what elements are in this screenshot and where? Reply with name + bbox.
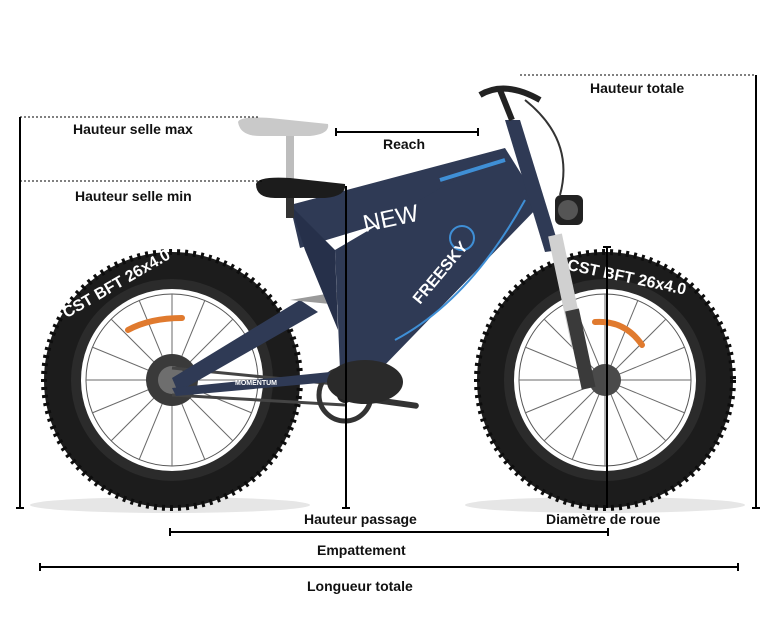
frame: FREESKY NEW <box>290 148 540 404</box>
hauteur-passage-line <box>342 186 350 509</box>
empattement-line <box>169 528 609 536</box>
handlebar <box>478 85 565 196</box>
hauteur-totale-line <box>520 74 760 509</box>
hauteur-selle-max-line <box>16 116 258 509</box>
label-hauteur-selle-min: Hauteur selle min <box>75 188 192 204</box>
label-hauteur-totale: Hauteur totale <box>590 80 685 96</box>
dimension-lines <box>16 74 760 571</box>
chainstay-text: MOMENTUM <box>235 380 277 387</box>
label-hauteur-passage: Hauteur passage <box>304 511 417 527</box>
bike-illustration: CST BFT 26x4.0 CST BFT 26x4.0 <box>30 85 745 513</box>
reach-line <box>335 128 479 136</box>
label-longueur-totale: Longueur totale <box>307 578 413 594</box>
label-empattement: Empattement <box>317 542 406 558</box>
fork <box>505 120 596 390</box>
front-wheel: CST BFT 26x4.0 <box>474 249 736 511</box>
seats <box>238 117 346 218</box>
label-reach: Reach <box>383 136 426 152</box>
label-diametre-roue: Diamètre de roue <box>546 511 661 527</box>
longueur-totale-line <box>39 563 739 571</box>
label-hauteur-selle-max: Hauteur selle max <box>73 121 193 137</box>
diametre-roue-line <box>603 246 611 508</box>
